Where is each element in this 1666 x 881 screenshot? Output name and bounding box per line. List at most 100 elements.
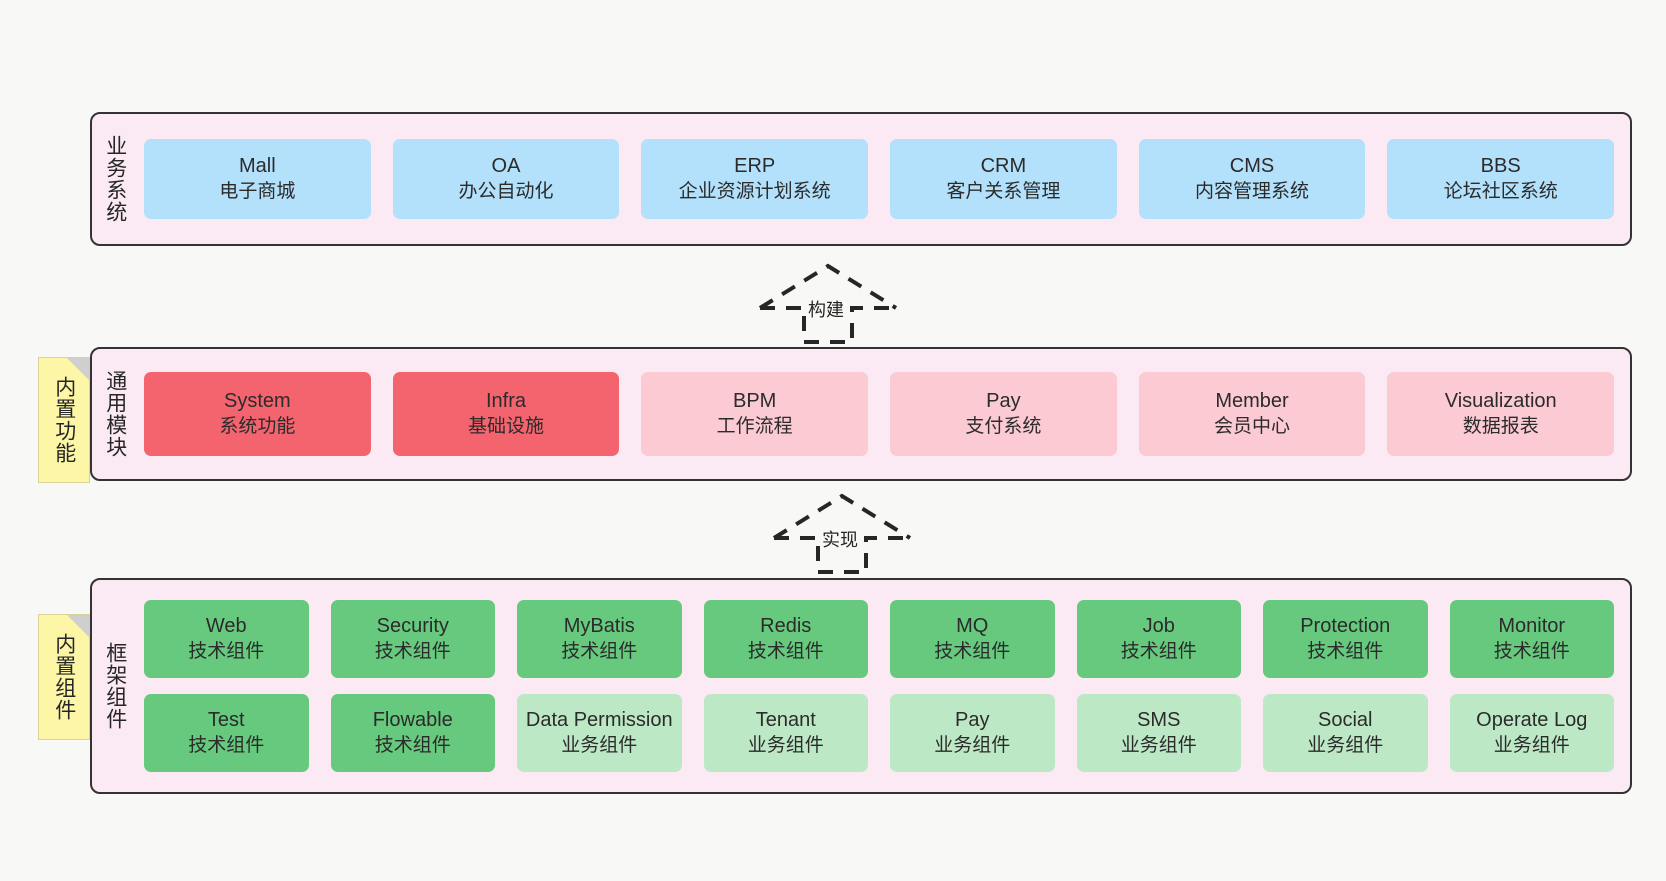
card-title-en: Redis bbox=[760, 615, 812, 638]
card-title-en: Infra bbox=[485, 390, 527, 413]
arrow-build: 构建 bbox=[758, 262, 898, 344]
arrow-shaft-build bbox=[760, 306, 896, 344]
note-label-builtin-components: 内置组件 bbox=[52, 633, 76, 721]
card-title-cn: 技术组件 bbox=[1307, 640, 1384, 662]
card-title-en: BPM bbox=[733, 390, 777, 413]
arrow-head-implement bbox=[772, 493, 912, 540]
card-title-en: Data Permission bbox=[525, 709, 673, 732]
card-title-cn: 业务组件 bbox=[747, 734, 824, 756]
card-title-cn: 技术组件 bbox=[188, 640, 265, 662]
card-title-en: Flowable bbox=[372, 709, 453, 732]
card-title-cn: 技术组件 bbox=[374, 640, 451, 662]
card-title-en: CRM bbox=[980, 155, 1027, 178]
card-title-en: Mall bbox=[239, 155, 276, 178]
card-title-en: Tenant bbox=[755, 709, 816, 732]
note-builtin-components: 内置组件 bbox=[38, 614, 90, 740]
card-title-en: Test bbox=[207, 709, 245, 732]
card-title-cn: 技术组件 bbox=[374, 734, 451, 756]
card-title-en: BBS bbox=[1480, 155, 1521, 178]
card-title-en: MyBatis bbox=[563, 615, 635, 638]
card-title-en: Social bbox=[1318, 709, 1373, 732]
layer-title-framework-components: 框架组件 bbox=[103, 642, 127, 730]
card-title-en: CMS bbox=[1229, 155, 1275, 178]
layer-title-common-modules: 通用模块 bbox=[103, 370, 127, 458]
card-title-cn: 技术组件 bbox=[1120, 640, 1197, 662]
card-title-en: OA bbox=[491, 155, 521, 178]
arrow-label-build: 构建 bbox=[808, 300, 844, 320]
card-title-cn: 技术组件 bbox=[1493, 640, 1570, 662]
note-fold-corner-icon bbox=[67, 615, 89, 637]
arrow-label-implement: 实现 bbox=[822, 530, 858, 550]
note-fold-corner-icon bbox=[67, 358, 89, 380]
card-title-cn: 业务组件 bbox=[934, 734, 1011, 756]
note-builtin-features: 内置功能 bbox=[38, 357, 90, 483]
card-title-cn: 基础设施 bbox=[468, 415, 545, 437]
card-title-en: Web bbox=[205, 615, 247, 638]
card-title-cn: 业务组件 bbox=[1307, 734, 1384, 756]
card-title-cn: 工作流程 bbox=[716, 415, 793, 437]
card-title-cn: 业务组件 bbox=[561, 734, 638, 756]
card-title-cn: 论坛社区系统 bbox=[1443, 180, 1558, 202]
card-title-cn: 客户关系管理 bbox=[946, 180, 1061, 202]
card-title-en: SMS bbox=[1137, 709, 1181, 732]
card-title-cn: 办公自动化 bbox=[458, 180, 554, 202]
card-title-cn: 业务组件 bbox=[1120, 734, 1197, 756]
card-title-en: Security bbox=[376, 615, 449, 638]
card-title-cn: 技术组件 bbox=[934, 640, 1011, 662]
note-label-builtin-features: 内置功能 bbox=[52, 376, 76, 464]
card-title-cn: 技术组件 bbox=[747, 640, 824, 662]
card-title-en: Visualization bbox=[1444, 390, 1557, 413]
card-title-cn: 技术组件 bbox=[188, 734, 265, 756]
layer-title-business-systems: 业务系统 bbox=[103, 135, 127, 223]
card-title-cn: 支付系统 bbox=[965, 415, 1042, 437]
arrow-head-build bbox=[758, 263, 898, 310]
card-title-en: Pay bbox=[955, 709, 990, 732]
arrow-shaft-implement bbox=[774, 536, 910, 574]
card-title-en: Member bbox=[1215, 390, 1289, 413]
card-title-en: ERP bbox=[734, 155, 776, 178]
card-title-en: MQ bbox=[956, 615, 989, 638]
card-title-cn: 数据报表 bbox=[1462, 415, 1539, 437]
card-title-en: System bbox=[223, 390, 291, 413]
card-title-cn: 系统功能 bbox=[219, 415, 296, 437]
card-title-cn: 业务组件 bbox=[1493, 734, 1570, 756]
